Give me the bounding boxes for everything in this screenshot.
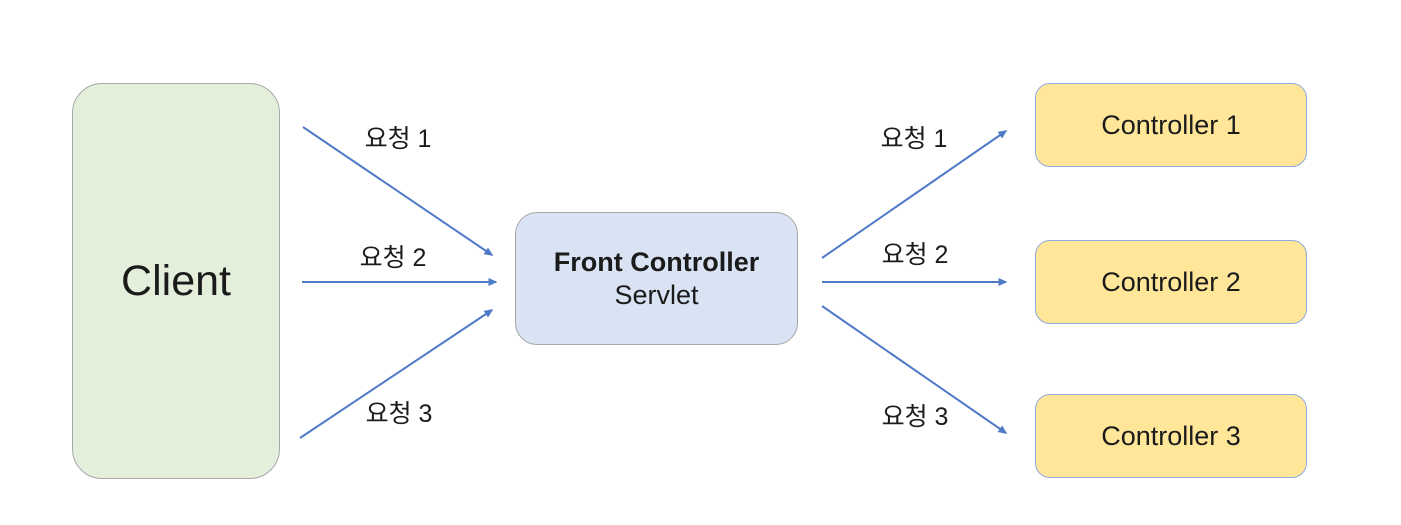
controller-1-label: Controller 1 [1101, 109, 1241, 140]
controller-3-label: Controller 3 [1101, 420, 1241, 451]
client-node-label: Client [121, 256, 231, 305]
controller-3-node: Controller 3 [1035, 394, 1307, 478]
arrow-client-to-front-request-3 [299, 309, 494, 439]
controller-2-label: Controller 2 [1101, 266, 1241, 297]
edge-label-right-request-1: 요청 1 [880, 125, 948, 153]
controller-2-node: Controller 2 [1035, 240, 1307, 324]
front-controller-title: Front Controller [553, 246, 760, 277]
edge-label-left-request-1: 요청 1 [364, 125, 432, 153]
controller-1-node: Controller 1 [1035, 83, 1307, 167]
edge-label-left-request-3: 요청 3 [365, 400, 433, 428]
arrow-client-to-front-request-1 [302, 126, 494, 256]
arrow-front-to-controller-1 [821, 130, 1008, 259]
front-controller-node: Front Controller Servlet [515, 212, 798, 345]
arrow-front-to-controller-3 [821, 305, 1008, 434]
front-controller-subtitle: Servlet [614, 279, 699, 310]
client-node: Client [72, 83, 280, 479]
edge-label-right-request-3: 요청 3 [881, 403, 949, 431]
edge-label-right-request-2: 요청 2 [881, 241, 949, 269]
edge-label-left-request-2: 요청 2 [359, 244, 427, 272]
